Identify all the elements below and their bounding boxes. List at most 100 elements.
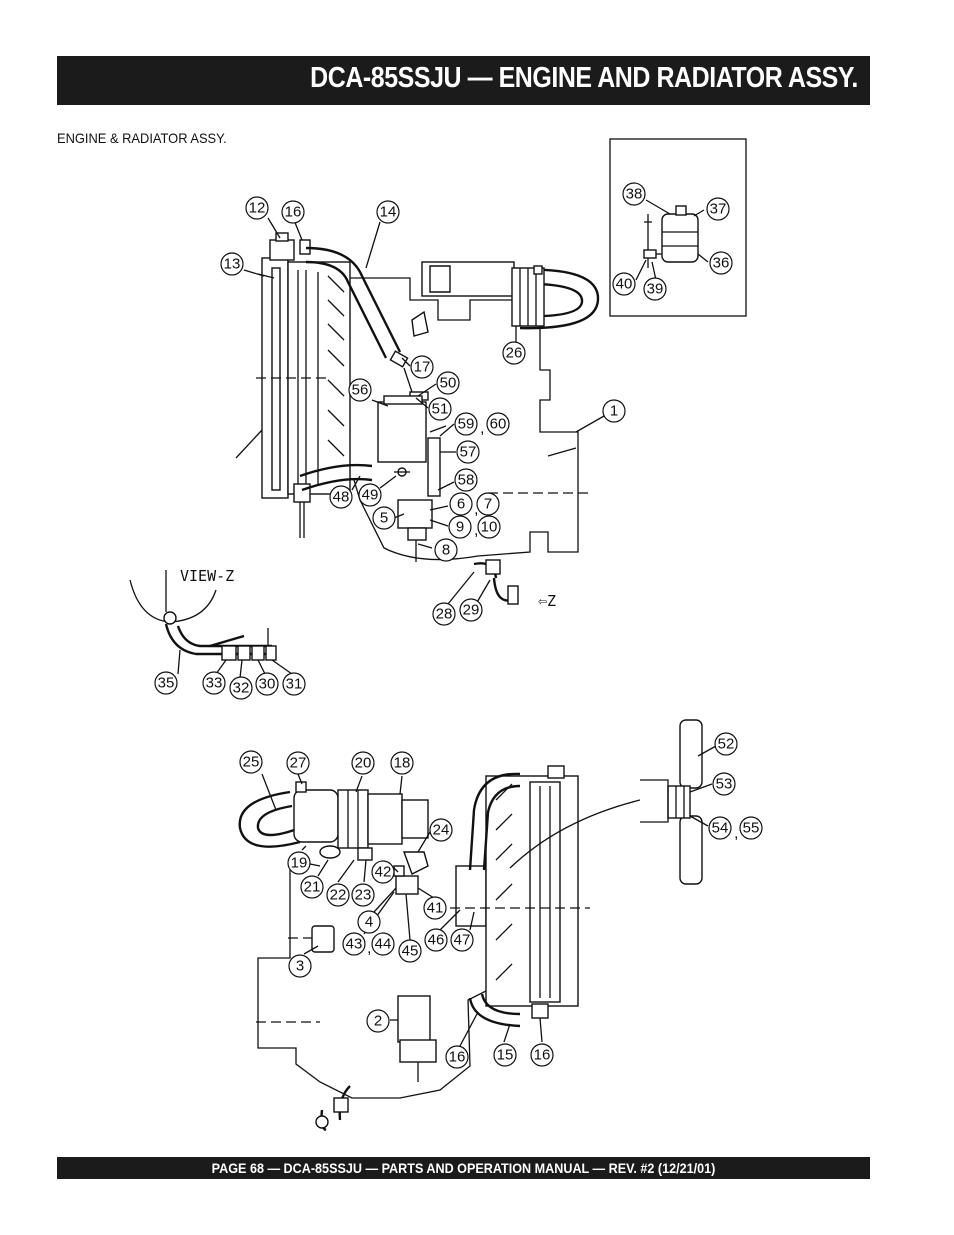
svg-text:36: 36 <box>713 255 730 272</box>
svg-text:10: 10 <box>481 519 498 536</box>
svg-text:46: 46 <box>428 932 445 949</box>
callout-18: 18 <box>390 751 414 775</box>
callout-45: 45 <box>398 939 422 963</box>
callout-30: 30 <box>255 672 279 696</box>
svg-text:16: 16 <box>285 204 302 221</box>
svg-text:17: 17 <box>414 359 431 376</box>
view-z-detail: VIEW-Z <box>129 567 293 679</box>
callout-20: 20 <box>351 751 375 775</box>
callout-24: 24 <box>429 818 453 842</box>
callout-7: 7 <box>476 492 500 516</box>
callout-54: 54 <box>708 816 732 840</box>
callout-16-lower-left: 16 <box>445 1045 469 1069</box>
svg-text:29: 29 <box>463 602 480 619</box>
callout-32: 32 <box>229 676 253 700</box>
callout-19: 19 <box>287 851 311 875</box>
svg-text:32: 32 <box>233 680 250 697</box>
callout-16-lower-right: 16 <box>530 1043 554 1067</box>
svg-text:6: 6 <box>457 496 465 513</box>
callout-22: 22 <box>326 883 350 907</box>
svg-text:26: 26 <box>506 345 523 362</box>
callout-6: 6 <box>449 492 473 516</box>
callout-5: 5 <box>372 506 396 530</box>
svg-text:57: 57 <box>460 444 477 461</box>
callout-41: 41 <box>423 896 447 920</box>
svg-text:38: 38 <box>626 186 643 203</box>
callout-50: 50 <box>436 371 460 395</box>
svg-text:14: 14 <box>380 204 397 221</box>
lower-assembly-drawing <box>238 719 703 1132</box>
callout-53: 53 <box>712 772 736 796</box>
callout-25: 25 <box>239 750 263 774</box>
callout-10: 10 <box>477 515 501 539</box>
callout-37: 37 <box>706 197 730 221</box>
svg-text:25: 25 <box>243 754 260 771</box>
callout-40: 40 <box>612 272 636 296</box>
callout-28: 28 <box>432 602 456 626</box>
callout-44: 44 <box>371 932 395 956</box>
svg-text:56: 56 <box>352 382 369 399</box>
section-subheading: ENGINE & RADIATOR ASSY. <box>57 130 227 146</box>
svg-text:1: 1 <box>610 403 618 420</box>
svg-text:16: 16 <box>449 1049 466 1066</box>
svg-text:,: , <box>474 501 478 518</box>
svg-text:20: 20 <box>355 755 372 772</box>
callout-39: 39 <box>643 277 667 301</box>
svg-text:19: 19 <box>291 855 308 872</box>
svg-text:,: , <box>480 420 484 437</box>
svg-text:24: 24 <box>433 822 450 839</box>
svg-text:39: 39 <box>647 281 664 298</box>
svg-text:8: 8 <box>442 542 450 559</box>
svg-text:3: 3 <box>296 958 304 975</box>
callout-52: 52 <box>714 732 738 756</box>
svg-text:49: 49 <box>362 487 379 504</box>
svg-text:21: 21 <box>304 879 321 896</box>
svg-text:50: 50 <box>440 375 457 392</box>
view-z-label: VIEW-Z <box>180 567 234 585</box>
view-direction-label: ⇦Z <box>538 592 556 610</box>
callout-43: 43 <box>342 932 366 956</box>
callout-48: 48 <box>329 485 353 509</box>
svg-text:23: 23 <box>355 887 372 904</box>
callout-21: 21 <box>300 875 324 899</box>
svg-text:27: 27 <box>290 755 307 772</box>
svg-text:9: 9 <box>456 519 464 536</box>
callout-51: 51 <box>428 397 452 421</box>
svg-text:31: 31 <box>286 676 303 693</box>
svg-text:22: 22 <box>330 887 347 904</box>
callout-49: 49 <box>358 483 382 507</box>
svg-text:13: 13 <box>224 256 241 273</box>
svg-text:45: 45 <box>402 943 419 960</box>
callout-57: 57 <box>456 440 480 464</box>
svg-text:41: 41 <box>427 900 444 917</box>
callout-17: 17 <box>410 355 434 379</box>
svg-text:30: 30 <box>259 676 276 693</box>
callout-47: 47 <box>450 928 474 952</box>
svg-text:5: 5 <box>380 510 388 527</box>
callout-59: 59 <box>454 412 478 436</box>
callout-31: 31 <box>282 672 306 696</box>
svg-text:52: 52 <box>718 736 735 753</box>
svg-text:2: 2 <box>374 1013 382 1030</box>
svg-text:35: 35 <box>158 675 175 692</box>
callout-3: 3 <box>288 954 312 978</box>
callout-9: 9 <box>448 515 472 539</box>
callout-15: 15 <box>493 1043 517 1067</box>
upper-assembly-drawing: ⇦Z <box>235 232 600 610</box>
svg-text:37: 37 <box>710 201 727 218</box>
page-title: DCA-85SSJU — ENGINE AND RADIATOR ASSY. <box>310 62 858 94</box>
callout-60: 60 <box>486 412 510 436</box>
callout-38: 38 <box>622 182 646 206</box>
callout-33: 33 <box>202 671 226 695</box>
callout-16: 16 <box>281 200 305 224</box>
svg-text:54: 54 <box>712 820 729 837</box>
svg-text:7: 7 <box>484 496 492 513</box>
callout-35: 35 <box>154 671 178 695</box>
svg-text:33: 33 <box>206 675 223 692</box>
callout-46: 46 <box>424 928 448 952</box>
svg-text:15: 15 <box>497 1047 514 1064</box>
callout-36: 36 <box>709 251 733 275</box>
svg-text:18: 18 <box>394 755 411 772</box>
svg-text:,: , <box>474 522 478 539</box>
svg-text:51: 51 <box>432 401 449 418</box>
